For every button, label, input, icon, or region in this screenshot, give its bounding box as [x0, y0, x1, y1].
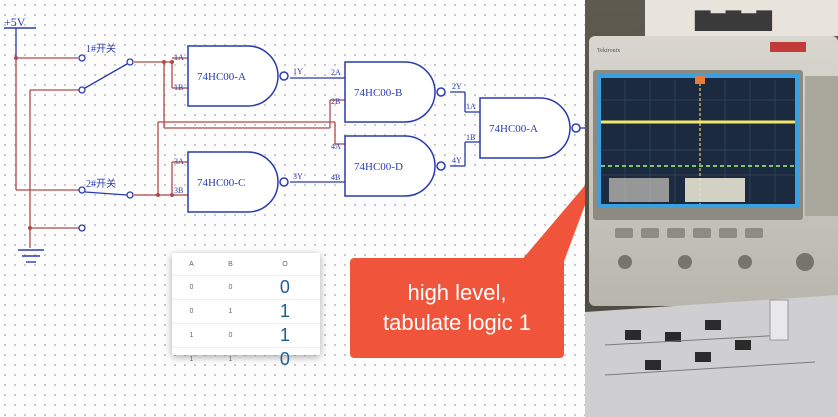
gate-b	[344, 61, 446, 123]
col-header-o: O	[282, 260, 288, 268]
gate-c-pin-3y: 3Y	[293, 172, 303, 181]
gate-final	[479, 97, 581, 159]
gate-a-label: 74HC00-A	[197, 71, 246, 83]
table-row: 1 0 1	[172, 323, 320, 348]
scope-brand: Tektronix	[597, 48, 620, 54]
cell-a: 1	[172, 323, 211, 348]
power-label: +5V	[4, 15, 26, 29]
gate-a-pin-1a: 1A	[174, 53, 184, 62]
switch-2	[78, 186, 134, 232]
switch-1	[78, 54, 134, 94]
callout-pointer	[520, 185, 585, 272]
gate-a-pin-1b: 1B	[174, 83, 183, 92]
switch-2-label: 2#开关	[86, 177, 116, 190]
col-header-a: A	[189, 260, 194, 268]
gate-c-pin-3a: 3A	[174, 157, 184, 166]
gate-c	[187, 151, 289, 213]
truth-table: A B O 0 0 0 0 1 1 1 0 1 1 1 0	[172, 253, 320, 371]
gate-d-label: 74HC00-D	[354, 161, 403, 173]
cell-a: 0	[172, 275, 211, 300]
gate-final-pin-1b: 1B	[466, 133, 475, 142]
cell-b: 1	[210, 299, 250, 324]
cell-o: 1	[249, 299, 320, 324]
gate-d-pin-4b: 4B	[331, 173, 340, 182]
cell-o: 0	[249, 347, 320, 371]
gate-c-pin-3b: 3B	[174, 186, 183, 195]
gate-d-pin-4y: 4Y	[452, 156, 462, 165]
callout-line-2: tabulate logic 1	[383, 310, 531, 335]
schematic-drawing: +5V 1#开关	[4, 15, 585, 272]
circuit-schematic: +5V 1#开关	[0, 0, 585, 417]
callout-line-1: high level,	[407, 280, 507, 305]
power-wires	[15, 57, 345, 248]
oscilloscope-photo: ▇▆▇▆▇ Tektronix	[585, 0, 838, 417]
gate-d-pin-4a: 4A	[331, 142, 341, 151]
col-header-b: B	[228, 260, 233, 268]
gate-b-pin-2b: 2B	[331, 97, 340, 106]
gate-b-pin-2a: 2A	[331, 68, 341, 77]
gate-d	[344, 135, 446, 197]
gate-a-pin-1y: 1Y	[293, 67, 303, 76]
gate-final-pin-1a: 1A	[466, 102, 476, 111]
gate-b-pin-2y: 2Y	[452, 82, 462, 91]
cell-a: 1	[172, 347, 211, 371]
gate-b-label: 74HC00-B	[354, 87, 402, 99]
table-row: 0 1 1	[172, 299, 320, 324]
gate-c-label: 74HC00-C	[197, 177, 245, 189]
cell-b: 0	[210, 323, 250, 348]
truth-table-grid: A B O 0 0 0 0 1 1 1 0 1 1 1 0	[172, 253, 320, 371]
cell-a: 0	[172, 299, 211, 324]
cell-o: 1	[249, 323, 320, 348]
cell-b: 0	[210, 275, 250, 300]
photo-drawing: ▇▆▇▆▇ Tektronix	[585, 0, 838, 417]
table-row: 1 1 0	[172, 347, 320, 371]
cell-b: 1	[210, 347, 250, 371]
junction-dots	[14, 56, 174, 230]
gate-final-label: 74HC00-A	[489, 123, 538, 135]
circuit-board	[585, 295, 838, 417]
cell-o: 0	[249, 275, 320, 300]
switch-1-label: 1#开关	[86, 42, 116, 55]
ground-icon	[18, 249, 44, 263]
callout-box: high level, tabulate logic 1	[350, 258, 564, 358]
gate-a	[187, 45, 289, 107]
svg-text:▇▆▇▆▇: ▇▆▇▆▇	[694, 9, 773, 31]
table-row: 0 0 0	[172, 275, 320, 300]
signal-wires	[290, 77, 585, 183]
